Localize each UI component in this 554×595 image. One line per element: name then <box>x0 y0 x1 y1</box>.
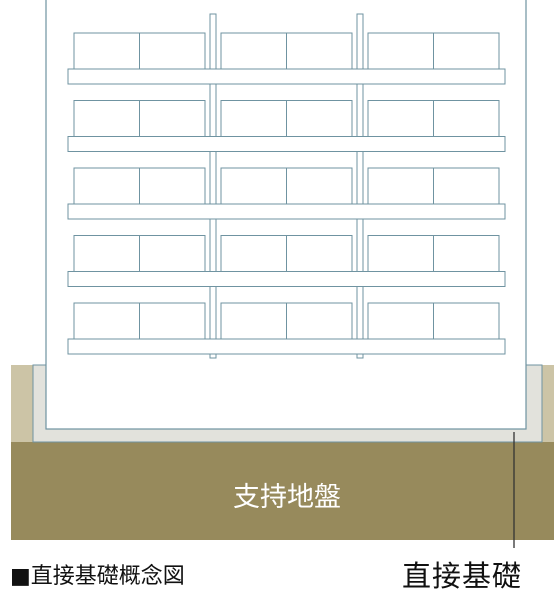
balcony-slab <box>67 271 506 287</box>
balcony-slab <box>67 338 506 355</box>
figure-caption: ■直接基礎概念図 <box>10 558 185 590</box>
ground-label: 支持地盤 <box>233 482 341 513</box>
building-floors <box>67 32 506 355</box>
balcony-slab <box>67 136 506 152</box>
foundation-label: 直接基礎 <box>402 559 523 593</box>
building-columns <box>209 13 364 359</box>
caption-marker: ■ <box>10 564 31 589</box>
caption-text: 直接基礎概念図 <box>30 564 185 589</box>
balcony-slab <box>67 68 506 85</box>
column-1 <box>209 13 217 359</box>
balcony-slab <box>67 203 506 220</box>
column-2 <box>356 13 364 359</box>
supporting-ground <box>11 442 554 540</box>
